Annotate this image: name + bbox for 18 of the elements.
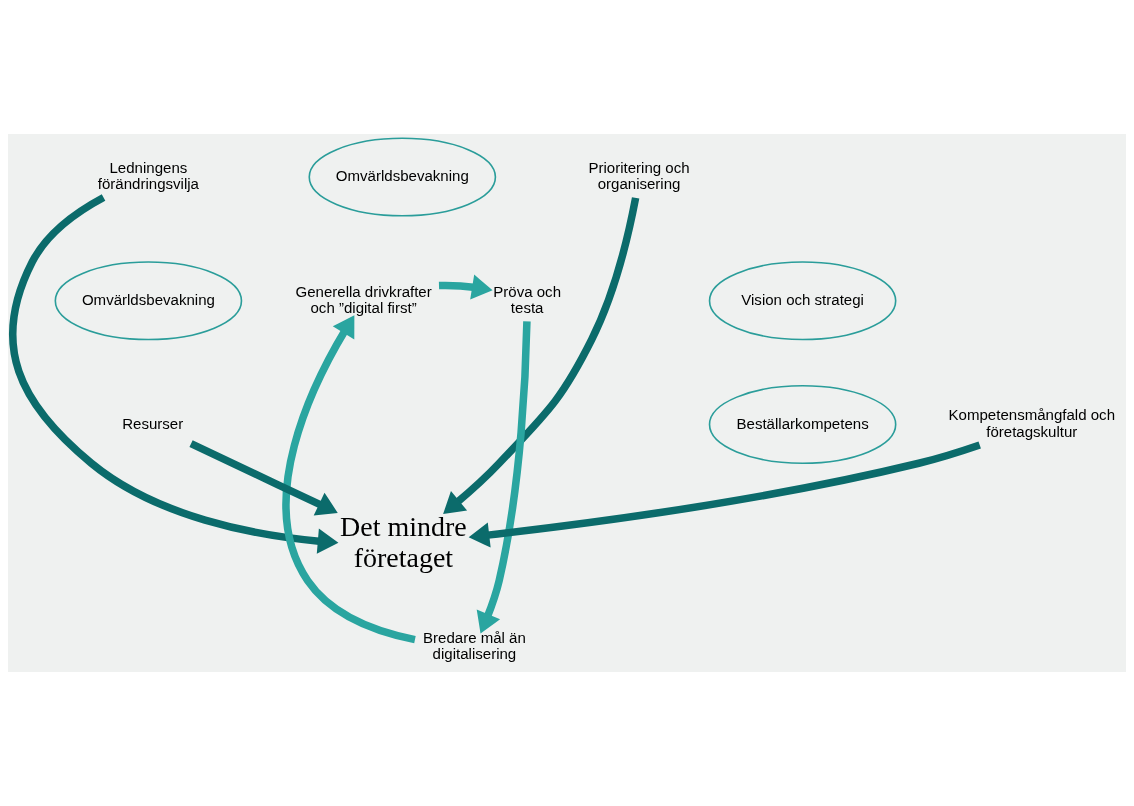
node-ellipse: Omvärldsbevakning [54, 261, 243, 341]
arrow [468, 441, 981, 548]
arrow [438, 274, 493, 300]
node-text: Bredare mål än digitalisering [422, 629, 526, 663]
node-text: Pröva och testa [493, 282, 562, 316]
arrow [8, 194, 339, 554]
node-text: Resurser [122, 414, 184, 432]
node-text: Generella drivkrafter och ”digital first” [295, 282, 432, 316]
node-text: Prioritering och organisering [588, 158, 690, 193]
arrow [443, 197, 640, 514]
arrow [282, 315, 416, 644]
node-ellipse: Vision och strategi [708, 261, 897, 341]
arrow [189, 440, 338, 516]
node-text: Kompetensmångfald och företagskultur [948, 406, 1116, 440]
node-text: Det mindre företaget [340, 511, 467, 574]
node-ellipse: Beställarkompetens [708, 384, 897, 465]
node-ellipse: Omvärldsbevakning [308, 137, 497, 217]
node-text: Ledningens förändringsvilja [97, 158, 199, 193]
